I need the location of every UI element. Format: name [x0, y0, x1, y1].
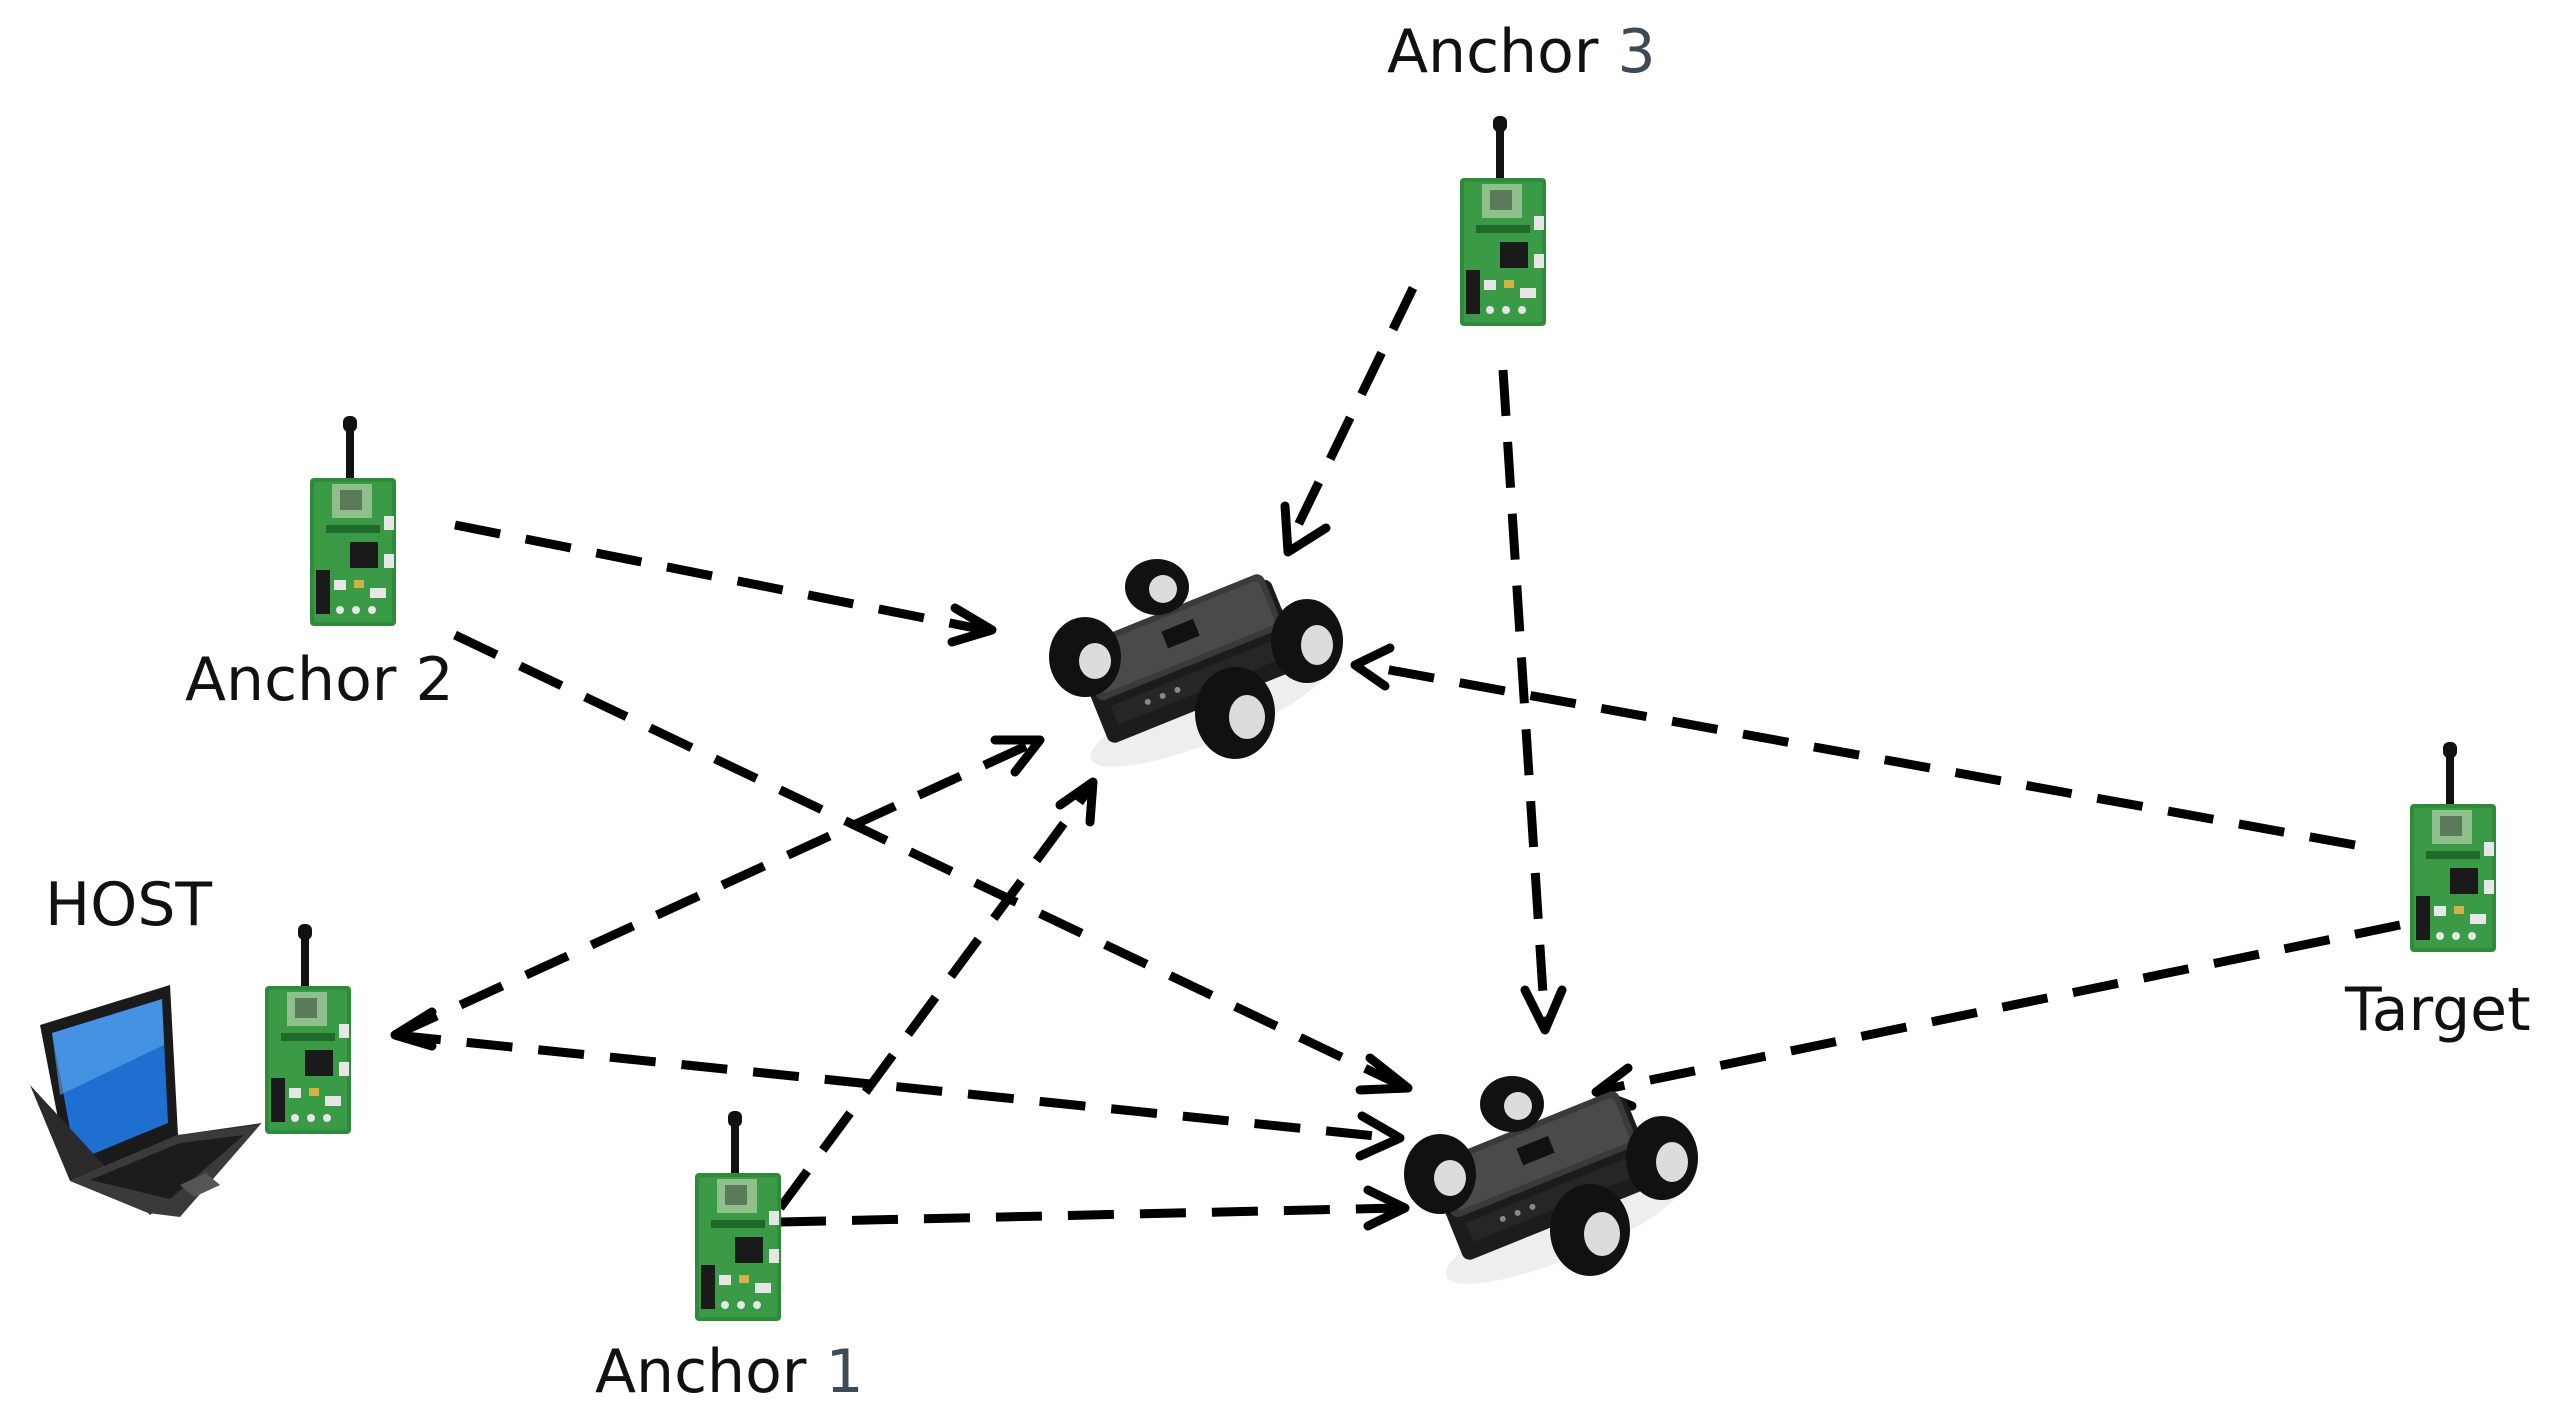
- anchor2-label: Anchor 2: [185, 645, 454, 715]
- robot-icon: [1404, 1076, 1698, 1305]
- target-board-icon: [2410, 742, 2496, 952]
- arrow-host-robot1: [393, 737, 1037, 1040]
- host-label: HOST: [45, 870, 212, 940]
- arrowhead-anchor2-robot2: [1355, 1053, 1413, 1095]
- arrowhead-host-robot2: [1355, 1111, 1405, 1161]
- arrow-anchor2-robot1: [454, 520, 986, 635]
- anchor1-label-number: 1: [826, 1337, 864, 1407]
- arrowhead-anchor3-robot2: [1520, 985, 1567, 1035]
- arrowhead-host-robot1: [990, 735, 1045, 777]
- arrow-target-robot1: [1361, 660, 2356, 850]
- anchor3-board-icon: [1460, 116, 1546, 326]
- arrows: [390, 286, 2401, 1231]
- target-label: Target: [2344, 975, 2531, 1045]
- host-board-icon: [265, 924, 351, 1134]
- anchor3-label-word: Anchor: [1387, 17, 1599, 87]
- arrow-anchor3-robot1: [1283, 286, 1418, 548]
- anchor3-label: Anchor 3: [1387, 17, 1656, 87]
- arrow-anchor2-robot2: [453, 630, 1402, 1090]
- arrow-target-robot2: [1601, 920, 2401, 1095]
- host-arrow-origin: [390, 1007, 437, 1051]
- robot-icon: [1049, 559, 1343, 788]
- arrowhead-anchor1-robot1: [1055, 777, 1098, 827]
- anchor3-label-number: 3: [1618, 17, 1656, 87]
- arrow-anchor3-robot2: [1498, 369, 1550, 1026]
- anchor1-label: Anchor 1: [595, 1337, 864, 1407]
- arrowhead-target-robot1: [1350, 643, 1395, 691]
- arrowhead-anchor3-robot1: [1280, 501, 1331, 557]
- anchor1-label-word: Anchor: [595, 1337, 807, 1407]
- anchor2-board-icon: [310, 416, 396, 626]
- laptop-icon: [30, 985, 262, 1217]
- arrowhead-anchor2-robot1: [947, 603, 997, 647]
- arrowhead-anchor1-robot2: [1363, 1185, 1410, 1231]
- arrow-anchor1-robot2: [779, 1203, 1399, 1227]
- anchor1-board-icon: [695, 1111, 781, 1321]
- arrow-anchor1-robot1: [776, 785, 1094, 1211]
- arrow-host-robot2: [394, 1030, 1396, 1143]
